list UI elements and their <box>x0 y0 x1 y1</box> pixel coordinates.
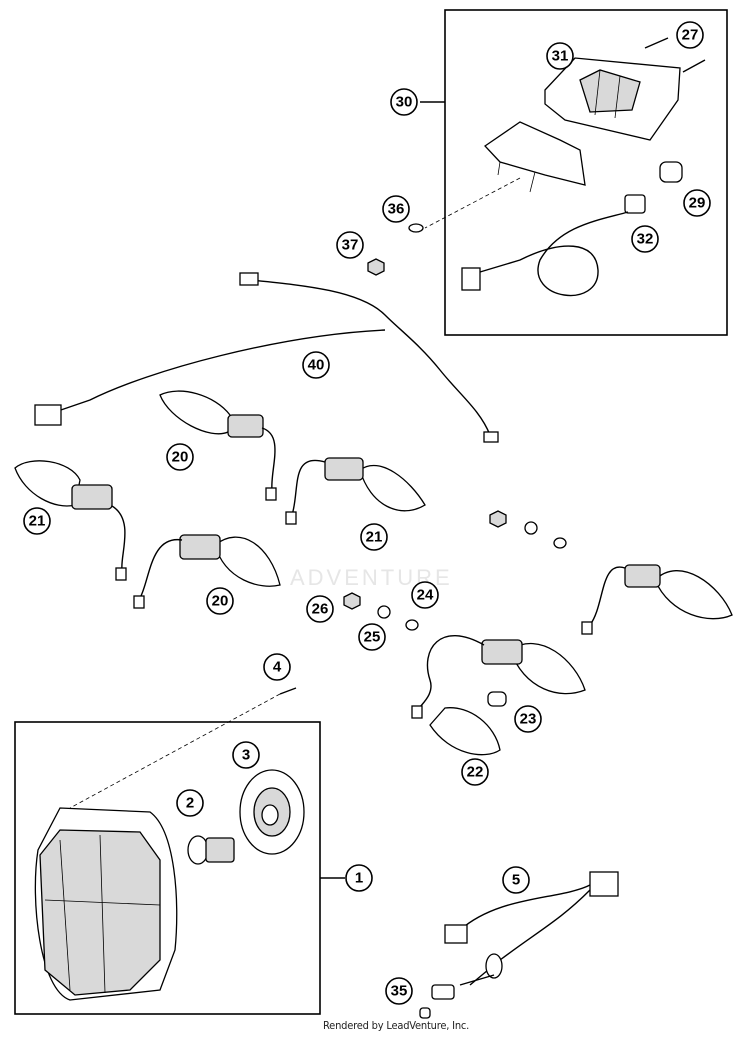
tail-wire <box>479 211 629 297</box>
tail-connector-part <box>461 267 481 291</box>
svg-text:29: 29 <box>689 195 706 212</box>
cable-wire-a <box>459 884 591 931</box>
svg-text:4: 4 <box>273 659 282 676</box>
callout-31: 31 <box>546 42 574 70</box>
svg-text:20: 20 <box>172 449 189 466</box>
callout-26: 26 <box>306 595 334 623</box>
headlight-lens-part <box>39 829 161 996</box>
cable-connector-part <box>444 924 468 944</box>
cable-grommet-part <box>485 953 503 979</box>
tail-socket-part <box>624 194 646 214</box>
svg-text:20: 20 <box>212 593 229 610</box>
svg-text:27: 27 <box>682 27 699 44</box>
tail-light-group-box <box>444 9 728 336</box>
callout-30: 30 <box>390 88 418 116</box>
callout-20-upper: 20 <box>166 443 194 471</box>
callout-32: 32 <box>631 225 659 253</box>
svg-text:31: 31 <box>552 48 569 65</box>
svg-text:26: 26 <box>312 601 329 618</box>
tail-lens-shade <box>579 69 641 113</box>
small-bulb-part <box>419 1007 431 1019</box>
nut-small-2 <box>343 592 361 610</box>
turn-signal-right-lower <box>411 635 586 719</box>
nut-small-1 <box>489 510 507 528</box>
cable-bulb-holder <box>431 984 455 1000</box>
callout-5: 5 <box>502 866 530 894</box>
svg-text:3: 3 <box>242 747 250 764</box>
harness-wire-branch-b <box>54 329 386 413</box>
turn-signal-20-lower <box>133 534 281 609</box>
svg-text:22: 22 <box>467 764 484 781</box>
svg-text:37: 37 <box>342 237 359 254</box>
tail-housing-part <box>484 121 586 186</box>
harness-connector-a <box>239 272 259 286</box>
callout-22: 22 <box>461 758 489 786</box>
washer-small-1 <box>524 521 538 535</box>
washer-small-3 <box>377 605 391 619</box>
headlight-bulb-part <box>187 835 209 865</box>
turn-signal-right-upper <box>581 564 733 635</box>
callout-40: 40 <box>302 351 330 379</box>
headlight-group-box <box>14 721 321 1015</box>
callout-21-right: 21 <box>360 523 388 551</box>
cable-wire-b <box>469 889 591 986</box>
svg-text:32: 32 <box>637 231 654 248</box>
svg-text:25: 25 <box>364 629 381 646</box>
callout-24: 24 <box>411 581 439 609</box>
callout-3: 3 <box>232 741 260 769</box>
nut-part <box>367 258 385 276</box>
washer-small-4 <box>405 619 419 631</box>
svg-text:5: 5 <box>512 872 520 889</box>
headlight-group <box>14 687 345 1015</box>
callout-20-lower: 20 <box>206 587 234 615</box>
harness-wire-branch-a <box>249 279 491 436</box>
turn-signal-21-left <box>14 460 127 581</box>
footer-credit: Rendered by LeadVenture, Inc. <box>323 1019 470 1032</box>
svg-text:24: 24 <box>417 587 434 604</box>
callout-35: 35 <box>385 977 413 1005</box>
callout-23: 23 <box>514 705 542 733</box>
svg-text:21: 21 <box>366 529 383 546</box>
callout-37: 37 <box>336 231 364 259</box>
svg-text:30: 30 <box>396 94 413 111</box>
harness-connector-b <box>483 431 499 443</box>
svg-text:35: 35 <box>391 983 408 1000</box>
svg-text:21: 21 <box>29 513 46 530</box>
tail-light-group <box>420 9 728 336</box>
callout-29: 29 <box>683 189 711 217</box>
cable-plug-part <box>589 871 619 897</box>
callout-27: 27 <box>676 21 704 49</box>
headlight-bulb-base <box>205 837 235 863</box>
callout-25: 25 <box>358 623 386 651</box>
signal-bulb-part <box>487 691 507 707</box>
svg-text:2: 2 <box>186 795 194 812</box>
signal-lens-part <box>429 707 501 756</box>
turn-signal-20-upper <box>159 390 277 501</box>
callout-21-left: 21 <box>23 507 51 535</box>
washer-part <box>408 223 424 233</box>
cable-assembly-5 <box>419 871 619 1019</box>
tail-bulb-part <box>659 161 683 183</box>
turn-signal-21-right <box>285 457 426 525</box>
harness-plug <box>34 404 62 426</box>
callout-2: 2 <box>176 789 204 817</box>
svg-text:40: 40 <box>308 357 325 374</box>
callout-1: 1 <box>345 864 373 892</box>
svg-text:36: 36 <box>388 201 405 218</box>
svg-text:1: 1 <box>355 870 363 887</box>
washer-small-2 <box>553 537 567 549</box>
callout-4: 4 <box>263 653 291 681</box>
callout-36: 36 <box>382 195 410 223</box>
svg-text:23: 23 <box>520 711 537 728</box>
